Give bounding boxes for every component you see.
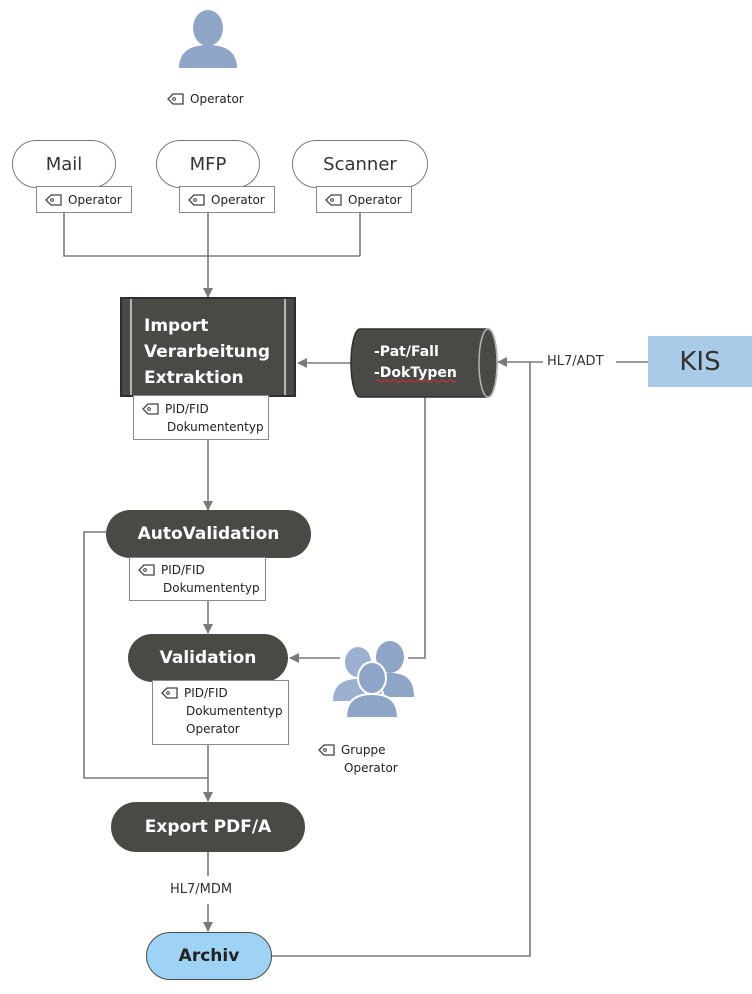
group-people-icon [330,641,414,719]
tag-icon [167,93,184,105]
tag-icon [45,193,62,206]
archiv-label: Archiv [178,946,240,966]
source-scanner-label: Scanner [323,153,397,175]
tag-auto-doctype: Dokumententyp [163,581,260,595]
tag-icon [325,193,342,206]
autovalidation-step: AutoValidation [106,510,311,558]
validation-label: Validation [159,648,257,668]
tag-box-autovalidation: PID/FID Dokumententyp [129,557,266,601]
hl7-mdm-label: HL7/MDM [170,882,233,897]
hl7-adt-label: HL7/ADT [547,354,604,369]
connector-bypass [83,531,208,779]
export-label: Export PDF/A [144,817,272,837]
tag-icon [188,193,205,206]
tag-mfp-label: Operator [211,192,265,207]
database-line-1: -Pat/Fall [374,344,439,360]
tag-box-scanner: Operator [316,186,412,213]
tag-icon [138,564,155,576]
database-text: -Pat/Fall -DokTypen [374,342,457,384]
tag-mail-label: Operator [68,192,122,207]
top-person-tag: Operator [167,92,244,106]
source-mfp-label: MFP [189,153,227,175]
database-line-2: -DokTypen [374,365,457,381]
group-tag: Gruppe Operator [318,741,398,777]
connector-archiv-feedback [272,362,531,957]
tag-auto-pid: PID/FID [161,563,205,577]
import-line-1: Import [144,316,209,336]
spellcheck-underline [375,379,457,383]
tag-icon [318,744,335,756]
import-line-2: Verarbeitung [144,342,271,362]
tag-box-mfp: Operator [179,186,275,213]
source-mail-label: Mail [45,153,83,175]
import-line-3: Extraktion [144,368,244,388]
source-scanner: Scanner [292,140,428,188]
tag-import-doctype: Dokumententyp [167,420,264,434]
connector-mail [63,212,360,257]
autovalidation-label: AutoValidation [137,524,280,544]
tag-validation-doctype: Dokumententyp [186,704,283,718]
source-mail: Mail [12,140,116,188]
tag-box-import: PID/FID Dokumententyp [133,395,269,440]
kis-box: KIS [648,336,752,387]
tag-box-validation: PID/FID Dokumententyp Operator [152,680,289,745]
tag-icon [161,687,178,699]
export-step: Export PDF/A [111,802,305,852]
archiv-box: Archiv [146,932,272,980]
tag-box-mail: Operator [36,186,132,213]
tag-icon [142,403,159,415]
tag-validation-operator: Operator [186,722,240,736]
tag-import-pid: PID/FID [165,402,209,416]
top-person-tag-label: Operator [190,92,244,106]
validation-step: Validation [128,634,288,682]
import-process-block: Import Verarbeitung Extraktion [120,297,296,397]
group-tag-line-1: Gruppe [341,743,386,757]
tag-validation-pid: PID/FID [184,686,228,700]
group-tag-line-2: Operator [344,761,398,775]
person-icon [179,10,237,68]
tag-scanner-label: Operator [348,192,402,207]
source-mfp: MFP [156,140,260,188]
kis-label: KIS [679,346,721,377]
connector-db-group [408,368,426,659]
